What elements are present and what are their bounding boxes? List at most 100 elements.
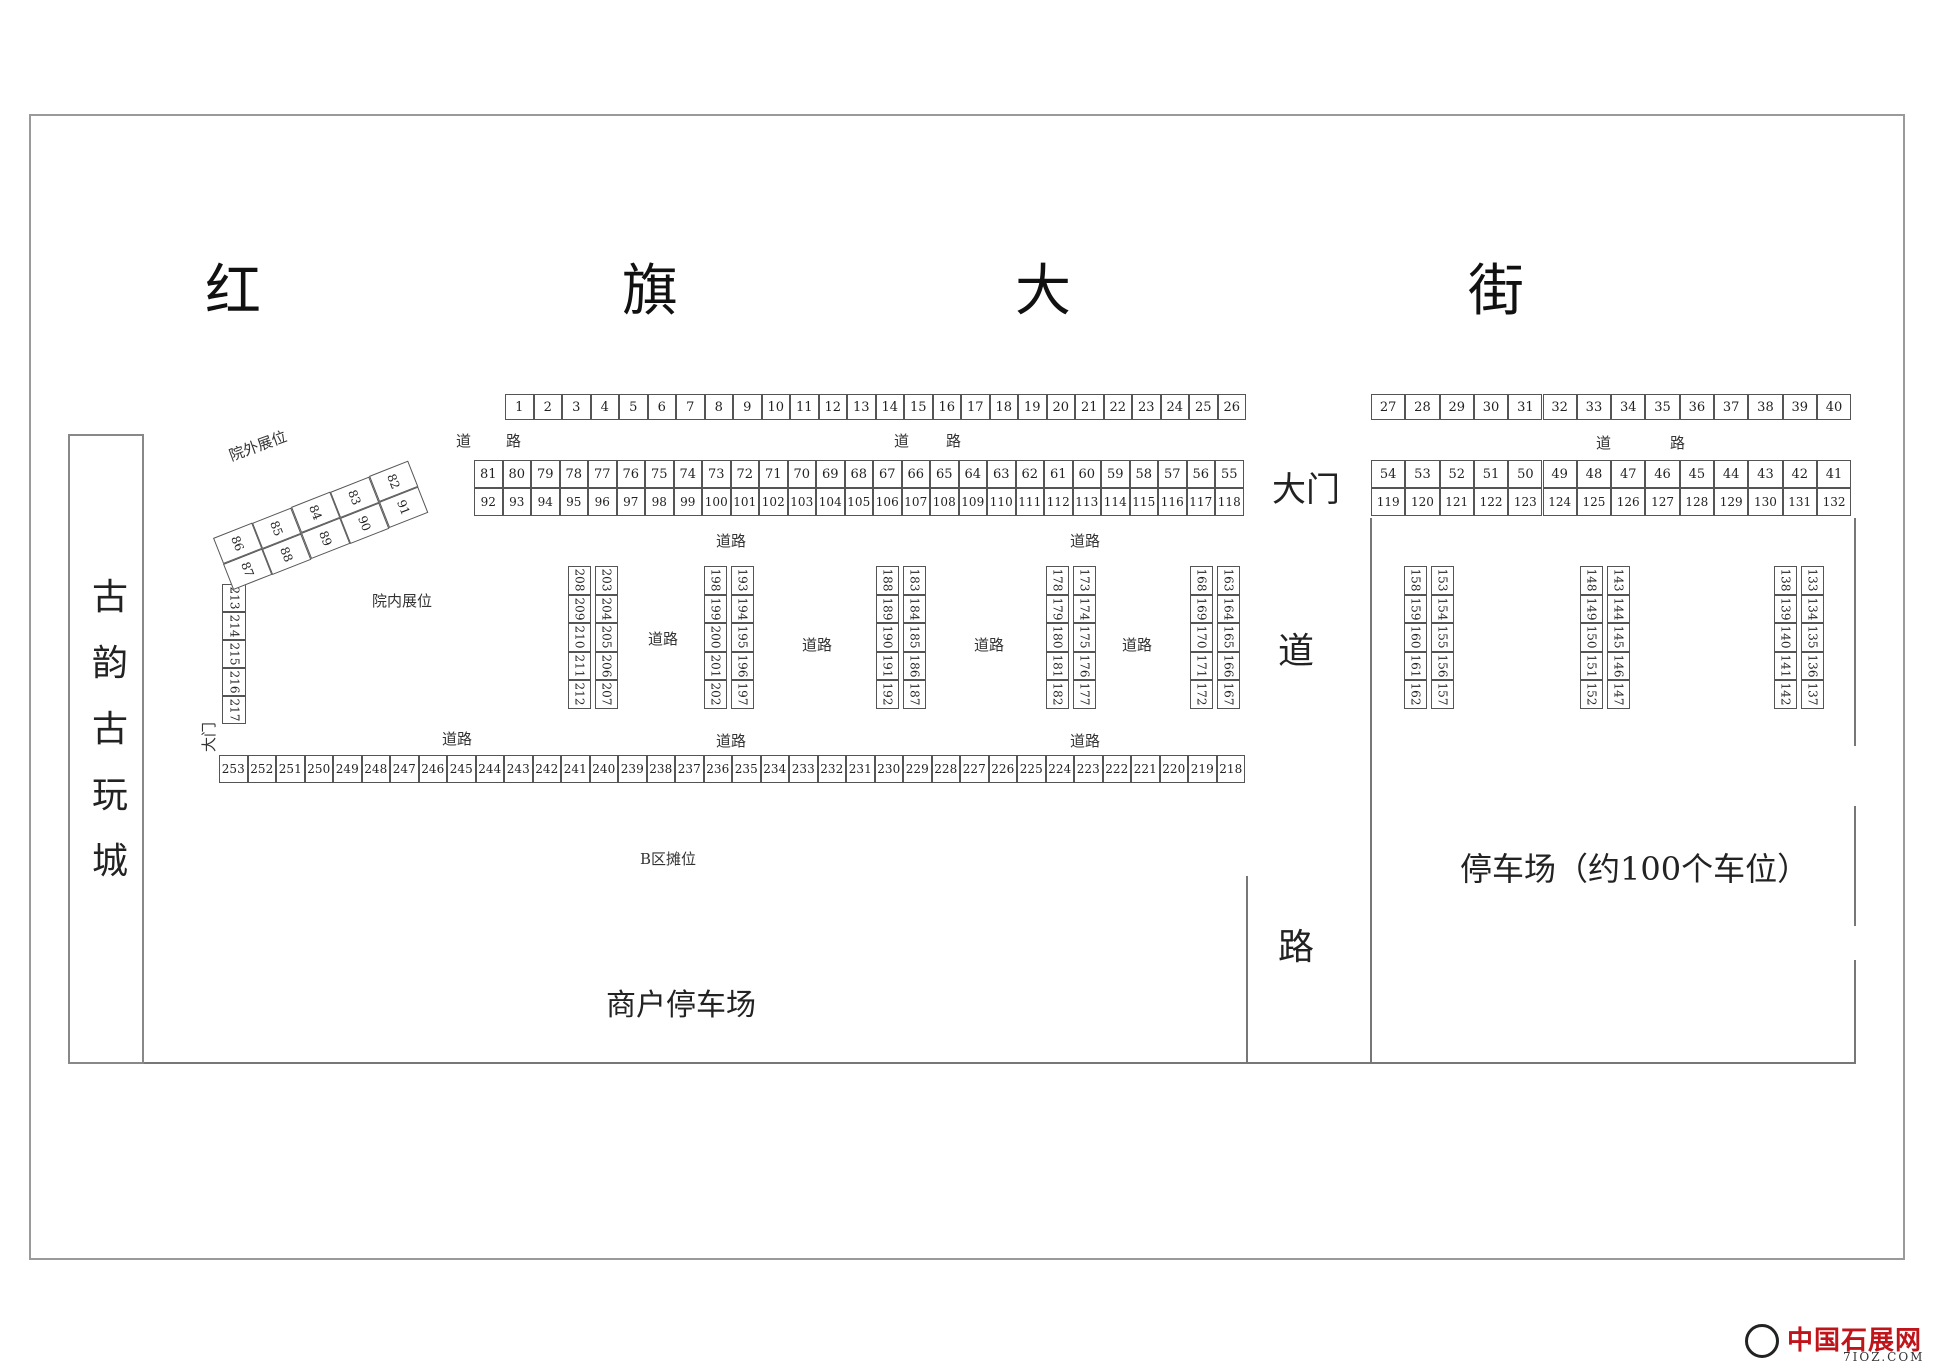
stall-cell[interactable]: 145	[1607, 623, 1630, 652]
stall-cell[interactable]: 159	[1404, 594, 1427, 623]
stall-cell[interactable]: 67	[873, 460, 902, 488]
stall-cell[interactable]: 7	[676, 394, 705, 420]
stall-cell[interactable]: 36	[1679, 394, 1714, 420]
stall-cell[interactable]: 229	[903, 755, 932, 783]
stall-cell[interactable]: 165	[1217, 623, 1240, 652]
stall-cell[interactable]: 209	[568, 594, 591, 623]
stall-cell[interactable]: 242	[532, 755, 561, 783]
stall-cell[interactable]: 108	[930, 488, 959, 516]
stall-cell[interactable]: 216	[222, 668, 246, 696]
stall-cell[interactable]: 244	[475, 755, 504, 783]
stall-cell[interactable]: 243	[504, 755, 533, 783]
stall-cell[interactable]: 245	[447, 755, 476, 783]
stall-cell[interactable]: 114	[1101, 488, 1130, 516]
stall-cell[interactable]: 137	[1801, 680, 1824, 709]
stall-cell[interactable]: 25	[1189, 394, 1218, 420]
stall-cell[interactable]: 189	[876, 594, 899, 623]
stall-cell[interactable]: 41	[1816, 460, 1852, 488]
stall-cell[interactable]: 44	[1714, 460, 1749, 488]
stall-cell[interactable]: 38	[1748, 394, 1783, 420]
stall-cell[interactable]: 110	[987, 488, 1016, 516]
stall-cell[interactable]: 230	[874, 755, 903, 783]
stall-cell[interactable]: 103	[787, 488, 816, 516]
stall-cell[interactable]: 109	[958, 488, 987, 516]
stall-cell[interactable]: 105	[844, 488, 873, 516]
stall-cell[interactable]: 166	[1217, 651, 1240, 680]
stall-cell[interactable]: 64	[958, 460, 987, 488]
stall-cell[interactable]: 132	[1816, 488, 1852, 516]
stall-cell[interactable]: 49	[1542, 460, 1577, 488]
stall-cell[interactable]: 57	[1158, 460, 1187, 488]
stall-cell[interactable]: 194	[731, 594, 754, 623]
stall-cell[interactable]: 252	[247, 755, 276, 783]
stall-cell[interactable]: 181	[1046, 651, 1069, 680]
stall-cell[interactable]: 190	[876, 623, 899, 652]
stall-cell[interactable]: 207	[595, 680, 618, 709]
stall-cell[interactable]: 77	[588, 460, 617, 488]
stall-cell[interactable]: 219	[1188, 755, 1217, 783]
stall-cell[interactable]: 218	[1216, 755, 1245, 783]
stall-cell[interactable]: 153	[1431, 566, 1454, 595]
stall-cell[interactable]: 143	[1607, 566, 1630, 595]
stall-cell[interactable]: 180	[1046, 623, 1069, 652]
stall-cell[interactable]: 186	[903, 651, 926, 680]
stall-cell[interactable]: 20	[1046, 394, 1075, 420]
stall-cell[interactable]: 40	[1816, 394, 1852, 420]
stall-cell[interactable]: 201	[704, 651, 727, 680]
stall-cell[interactable]: 206	[595, 651, 618, 680]
stall-cell[interactable]: 172	[1190, 680, 1213, 709]
stall-cell[interactable]: 119	[1371, 488, 1406, 516]
stall-cell[interactable]: 182	[1046, 680, 1069, 709]
stall-cell[interactable]: 127	[1645, 488, 1680, 516]
stall-cell[interactable]: 202	[704, 680, 727, 709]
stall-cell[interactable]: 15	[904, 394, 933, 420]
stall-cell[interactable]: 225	[1017, 755, 1046, 783]
stall-cell[interactable]: 231	[846, 755, 875, 783]
stall-cell[interactable]: 141	[1774, 651, 1797, 680]
stall-cell[interactable]: 169	[1190, 594, 1213, 623]
stall-cell[interactable]: 176	[1073, 651, 1096, 680]
stall-cell[interactable]: 174	[1073, 594, 1096, 623]
stall-cell[interactable]: 192	[876, 680, 899, 709]
stall-cell[interactable]: 227	[960, 755, 989, 783]
stall-cell[interactable]: 24	[1160, 394, 1189, 420]
stall-cell[interactable]: 9	[733, 394, 762, 420]
stall-cell[interactable]: 155	[1431, 623, 1454, 652]
stall-cell[interactable]: 117	[1186, 488, 1215, 516]
stall-cell[interactable]: 6	[647, 394, 676, 420]
stall-cell[interactable]: 156	[1431, 651, 1454, 680]
stall-cell[interactable]: 191	[876, 651, 899, 680]
stall-cell[interactable]: 149	[1580, 594, 1603, 623]
stall-cell[interactable]: 250	[304, 755, 333, 783]
stall-cell[interactable]: 171	[1190, 651, 1213, 680]
stall-cell[interactable]: 47	[1611, 460, 1646, 488]
stall-cell[interactable]: 32	[1542, 394, 1577, 420]
stall-cell[interactable]: 102	[759, 488, 788, 516]
stall-cell[interactable]: 183	[903, 566, 926, 595]
stall-cell[interactable]: 8	[704, 394, 733, 420]
stall-cell[interactable]: 33	[1576, 394, 1612, 420]
stall-cell[interactable]: 128	[1679, 488, 1714, 516]
stall-cell[interactable]: 215	[222, 640, 246, 668]
stall-cell[interactable]: 18	[989, 394, 1018, 420]
stall-cell[interactable]: 42	[1782, 460, 1817, 488]
stall-cell[interactable]: 237	[675, 755, 704, 783]
stall-cell[interactable]: 94	[531, 488, 560, 516]
stall-cell[interactable]: 120	[1405, 488, 1440, 516]
stall-cell[interactable]: 72	[730, 460, 759, 488]
stall-cell[interactable]: 163	[1217, 566, 1240, 595]
stall-cell[interactable]: 43	[1748, 460, 1783, 488]
stall-cell[interactable]: 136	[1801, 651, 1824, 680]
stall-cell[interactable]: 78	[559, 460, 588, 488]
stall-cell[interactable]: 138	[1774, 566, 1797, 595]
stall-cell[interactable]: 79	[531, 460, 560, 488]
stall-cell[interactable]: 74	[673, 460, 702, 488]
stall-cell[interactable]: 142	[1774, 680, 1797, 709]
stall-cell[interactable]: 107	[901, 488, 930, 516]
stall-cell[interactable]: 63	[987, 460, 1016, 488]
stall-cell[interactable]: 212	[568, 680, 591, 709]
stall-cell[interactable]: 203	[595, 566, 618, 595]
stall-cell[interactable]: 34	[1611, 394, 1646, 420]
stall-cell[interactable]: 208	[568, 566, 591, 595]
stall-cell[interactable]: 248	[361, 755, 390, 783]
